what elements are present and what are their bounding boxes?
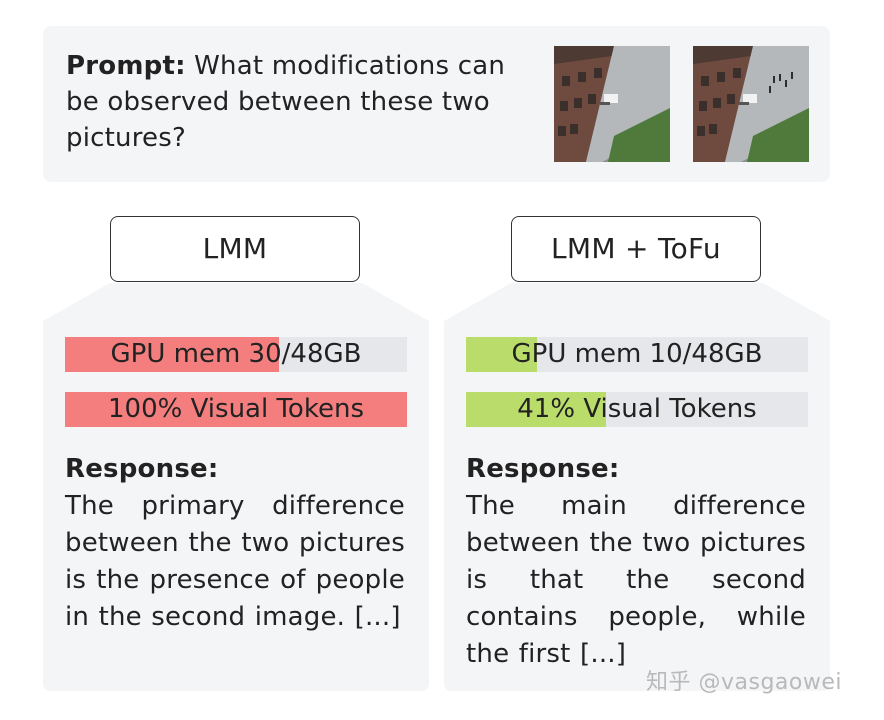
gpu-mem-bar: GPU mem 10/48GB [466, 337, 808, 372]
response-heading: Response: [466, 454, 620, 484]
prompt-panel: Prompt: What modifications can be observ… [43, 26, 830, 182]
response-heading: Response: [65, 454, 219, 484]
prompt-text: Prompt: What modifications can be observ… [66, 48, 536, 156]
panel-shape [43, 283, 429, 691]
prompt-question: What modifications can be observed betwe… [66, 51, 506, 153]
visual-tokens-label: 41% Visual Tokens [517, 394, 757, 424]
response-text: The main difference between the two pict… [466, 491, 806, 669]
watermark: 知乎 @vasgaowei [646, 670, 843, 695]
gpu-mem-label: GPU mem 10/48GB [511, 339, 763, 369]
prompt-label: Prompt: [66, 51, 186, 81]
response-text: The primary difference between the two p… [65, 491, 405, 632]
image-thumbnail-second [693, 46, 809, 162]
visual-tokens-fill [466, 392, 607, 427]
gpu-mem-bar: GPU mem 30/48GB [65, 337, 407, 372]
lmm-tofu-panel: GPU mem 10/48GB 41% Visual Tokens Respon… [444, 283, 830, 691]
image-thumbnail-first [554, 46, 670, 162]
panel-shape [444, 283, 830, 691]
response-block: Response: The primary difference between… [65, 451, 405, 636]
model-label-lmm-tofu: LMM + ToFu [511, 216, 761, 282]
visual-tokens-bar: 41% Visual Tokens [466, 392, 808, 427]
visual-tokens-fill [65, 392, 407, 427]
visual-tokens-label: 100% Visual Tokens [107, 394, 364, 424]
visual-tokens-bar: 100% Visual Tokens [65, 392, 407, 427]
model-label-lmm: LMM [110, 216, 360, 282]
gpu-mem-fill [65, 337, 279, 372]
lmm-panel: GPU mem 30/48GB 100% Visual Tokens Respo… [43, 283, 429, 691]
gpu-mem-label: GPU mem 30/48GB [110, 339, 362, 369]
response-block: Response: The main difference between th… [466, 451, 806, 673]
gpu-mem-fill [466, 337, 538, 372]
